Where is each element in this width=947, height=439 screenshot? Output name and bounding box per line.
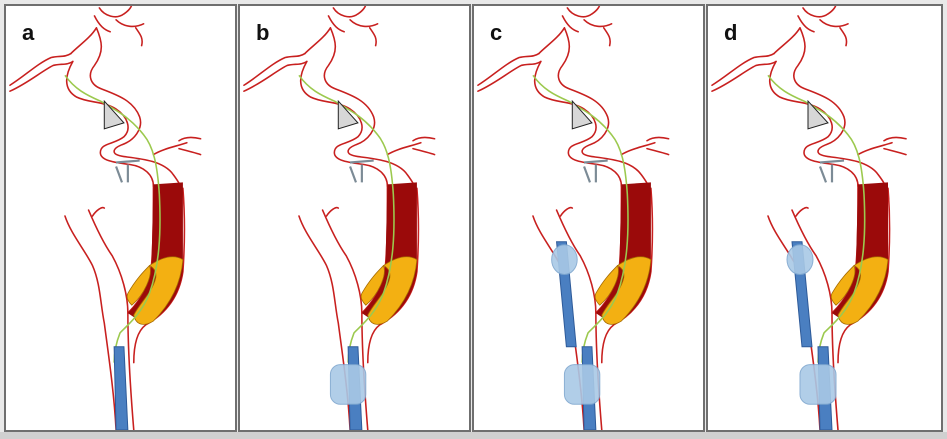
guidewire <box>767 74 866 363</box>
vessel-siphon <box>65 27 182 190</box>
vessel-branch-left <box>711 52 777 92</box>
vessel-branch-top <box>797 6 849 47</box>
vessel-branch-right <box>620 136 670 156</box>
stent-struts <box>115 159 140 183</box>
guiding-catheter <box>113 346 129 430</box>
filter-device <box>807 99 829 130</box>
vessel-branch-right <box>857 136 907 156</box>
plaque-lower <box>594 264 619 306</box>
vessel-branch-top <box>327 6 379 47</box>
plaque <box>133 256 184 325</box>
plaque <box>601 256 652 325</box>
plaque <box>367 256 418 325</box>
stent-struts <box>583 159 608 183</box>
panel-label-c: c <box>490 20 503 45</box>
vessel-branch-right <box>386 136 436 156</box>
vessel-branch-right <box>152 136 202 156</box>
vessel-branch-top <box>93 6 145 47</box>
balloon-proximal <box>563 364 601 405</box>
stent-struts <box>349 159 374 183</box>
balloon-proximal <box>329 364 367 405</box>
panel-c: c <box>472 4 705 432</box>
filter-device <box>337 99 359 130</box>
plaque-lower <box>126 264 151 306</box>
vessel-diagram <box>243 6 436 430</box>
vessel-diagram <box>477 6 670 430</box>
filter-device <box>571 99 593 130</box>
panel-a: a <box>4 4 237 432</box>
vessel-branch-left <box>9 52 74 92</box>
vessel-branch-left <box>243 52 308 92</box>
panel-d: d <box>706 4 943 432</box>
panel-label-b: b <box>256 20 270 45</box>
vessel-diagram <box>711 6 907 430</box>
guidewire <box>298 74 395 363</box>
vessel-siphon <box>768 27 887 190</box>
guidewire <box>64 74 161 363</box>
balloon-proximal <box>799 364 837 405</box>
vessel-diagram <box>9 6 202 430</box>
guidewire <box>532 74 629 363</box>
vessel-carotid-external <box>64 206 135 430</box>
vessel-branch-left <box>477 52 542 92</box>
balloon-distal <box>551 244 578 275</box>
vessel-siphon <box>299 27 416 190</box>
panel-label-d: d <box>724 20 738 45</box>
balloon-distal <box>786 244 814 275</box>
panel-b: b <box>238 4 471 432</box>
bottom-strip <box>0 432 947 439</box>
plaque-lower <box>830 264 856 306</box>
filter-device <box>103 99 125 130</box>
plaque-lower <box>360 264 385 306</box>
vessel-siphon <box>533 27 650 190</box>
plaque <box>837 256 889 325</box>
panel-label-a: a <box>22 20 35 45</box>
stent-struts <box>818 159 845 183</box>
vessel-branch-top <box>561 6 613 47</box>
